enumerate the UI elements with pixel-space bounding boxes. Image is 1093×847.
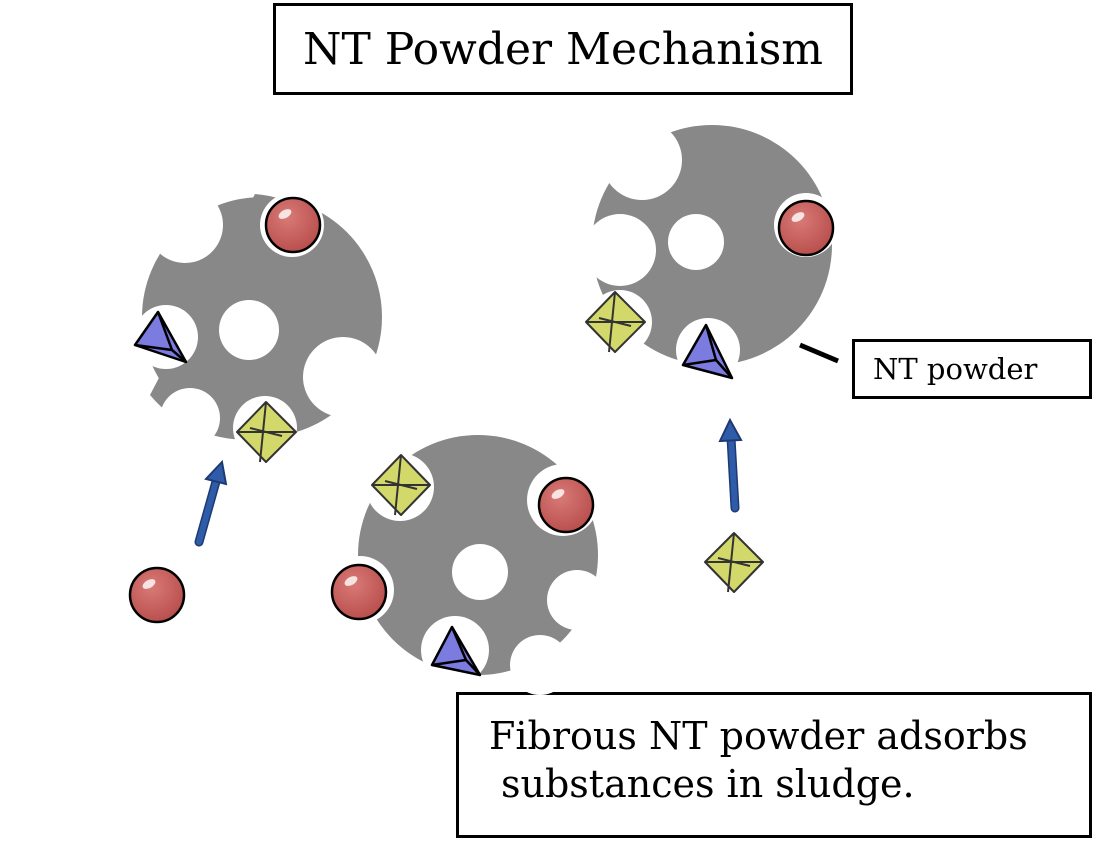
- powder-pore: [160, 388, 220, 448]
- powder-particle-left: [134, 187, 383, 460]
- diagram-title: NT Powder Mechanism: [302, 23, 824, 75]
- red-sphere: [264, 196, 322, 254]
- nt-powder-label: NT powder: [873, 352, 1038, 386]
- red-sphere: [777, 199, 835, 257]
- red-sphere: [537, 476, 595, 534]
- powder-pore: [547, 570, 607, 630]
- powder-pore: [219, 300, 279, 360]
- adsorption-arrows: [194, 417, 743, 547]
- powder-pore: [584, 214, 656, 286]
- caption-line-2: substances in sludge.: [501, 761, 915, 806]
- title-box: NT Powder Mechanism: [273, 3, 853, 95]
- yellow-octahedron: [236, 401, 297, 463]
- caption-box: Fibrous NT powder adsorbs substances in …: [456, 692, 1092, 838]
- yellow-substances: [236, 291, 764, 593]
- powder-pore: [303, 337, 383, 417]
- powder-pore: [602, 120, 682, 200]
- caption-line-1: Fibrous NT powder adsorbs: [489, 714, 1028, 758]
- arrow-up-icon: [718, 417, 743, 513]
- powder-pore: [668, 214, 724, 270]
- red-sphere: [330, 563, 388, 621]
- powder-pore: [147, 187, 223, 263]
- blue-tetrahedron: [133, 310, 188, 364]
- yellow-octahedron: [371, 454, 431, 516]
- powder-pore: [452, 544, 508, 600]
- blue-substances: [133, 310, 734, 677]
- nt-label-leader-line: [799, 342, 839, 364]
- blue-tetrahedron: [430, 625, 482, 677]
- red-substances: [128, 196, 835, 624]
- powder-pore: [510, 635, 570, 695]
- nt-powder-label-box: NT powder: [852, 339, 1092, 399]
- yellow-octahedron: [585, 291, 646, 353]
- red-sphere-free: [128, 566, 186, 624]
- blue-tetrahedron: [681, 323, 734, 380]
- arrow-up-icon: [194, 459, 228, 547]
- yellow-octahedron-free: [704, 532, 764, 593]
